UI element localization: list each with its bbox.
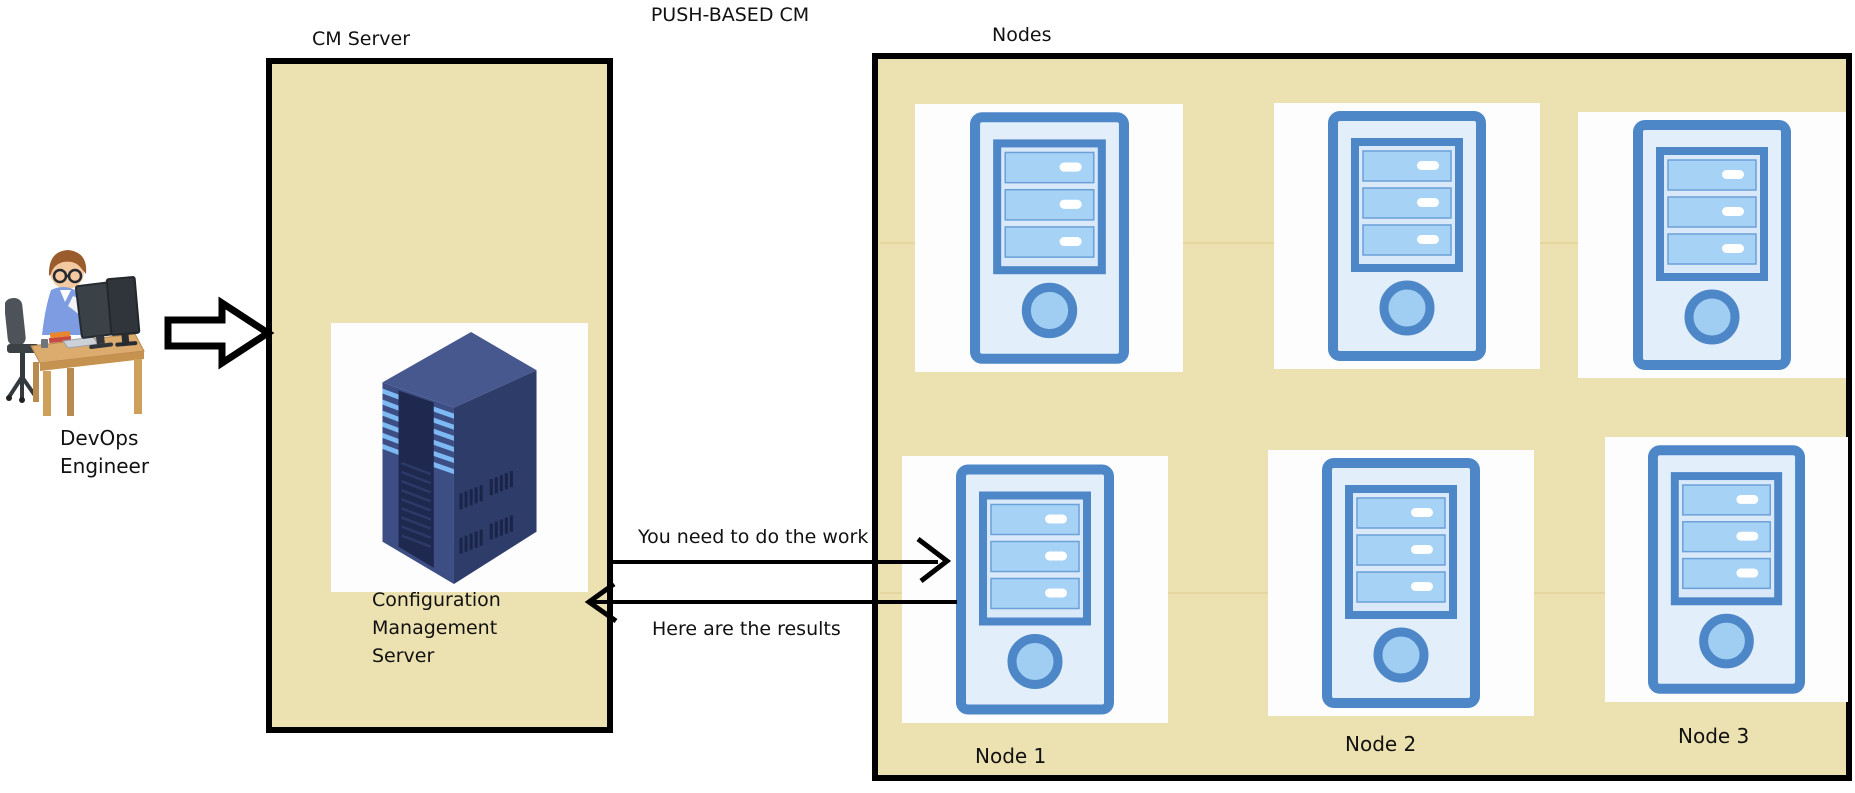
push-message-label: You need to do the work (638, 526, 869, 548)
cm-server-icon (382, 332, 537, 584)
node-2-label: Node 2 (1345, 732, 1417, 756)
devops-label-line-2: Engineer (60, 454, 150, 478)
engineer-glasses (52, 268, 83, 284)
node-server-icon (969, 111, 1130, 365)
cm-server-box-label: CM Server (312, 28, 411, 50)
node-server-icon (955, 463, 1115, 716)
devops-label: DevOps Engineer (60, 424, 149, 480)
engineer-to-cm-arrow (164, 296, 275, 370)
node-1-label: Node 1 (975, 744, 1047, 768)
node-server-icon (1327, 110, 1487, 362)
cm-caption-line-3: Server (372, 645, 435, 667)
cm-server-caption: Configuration Management Server (372, 586, 501, 670)
node-tile (1605, 437, 1848, 702)
cm-caption-line-2: Management (372, 617, 498, 639)
node-tile (1578, 112, 1846, 378)
node-server-icon (1321, 457, 1481, 709)
node-tile (915, 104, 1183, 372)
result-message-label: Here are the results (652, 618, 841, 640)
nodes-box-label: Nodes (992, 24, 1052, 46)
node-server-icon (1647, 444, 1806, 695)
devops-label-line-1: DevOps (60, 426, 139, 450)
diagram-title: PUSH-BASED CM (650, 4, 810, 26)
node-tile (902, 456, 1168, 723)
node-server-icon (1632, 119, 1792, 371)
node-tile (1274, 103, 1540, 369)
devops-engineer-illustration (5, 250, 145, 416)
node-tile (1268, 450, 1534, 716)
node-3-label: Node 3 (1678, 724, 1750, 748)
monitor-right (105, 276, 141, 347)
cm-server-tile (331, 323, 588, 592)
cm-caption-line-1: Configuration (372, 589, 501, 611)
